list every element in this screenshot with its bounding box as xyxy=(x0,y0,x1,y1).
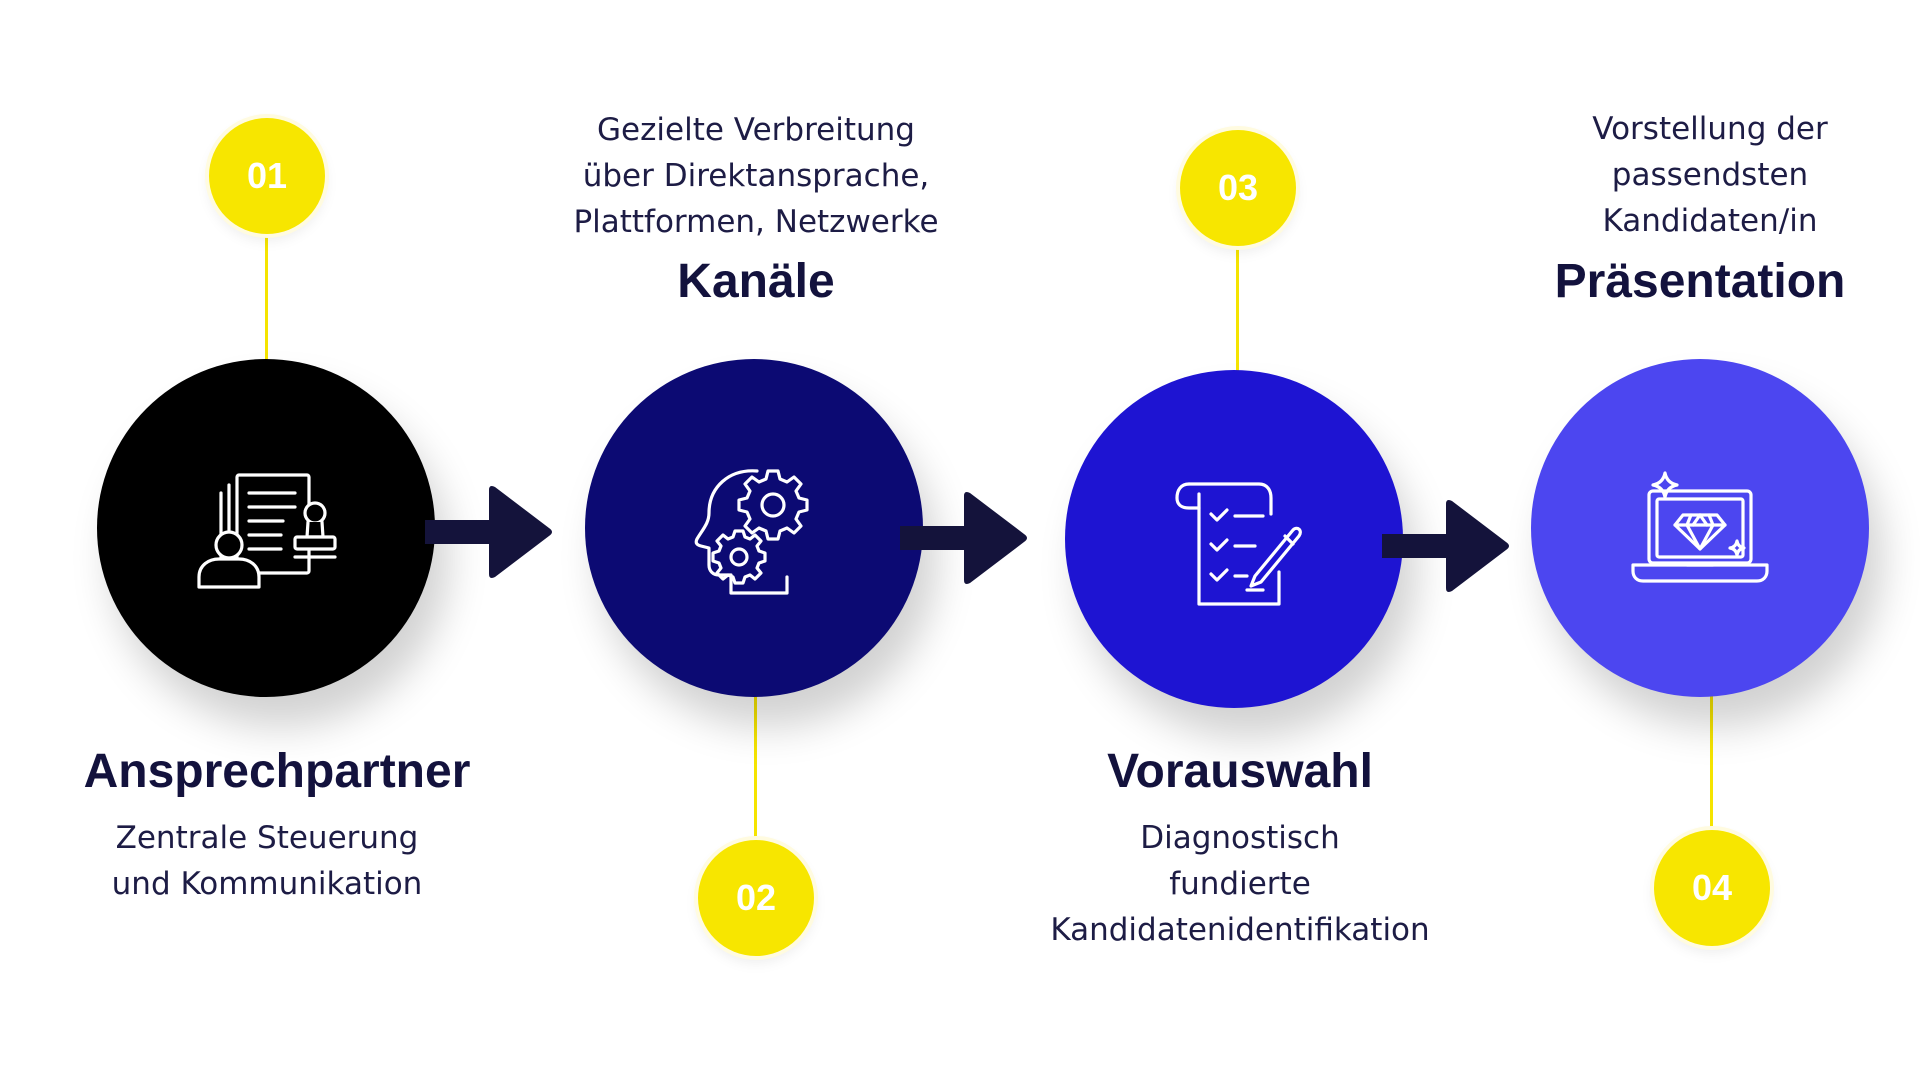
step-1-description: Zentrale Steuerung und Kommunikation xyxy=(111,820,423,902)
arrow-3-to-4 xyxy=(1382,500,1509,592)
step-2-connector xyxy=(754,694,757,840)
arrow-1-to-2 xyxy=(425,486,552,578)
step-2-badge: 02 xyxy=(698,840,814,956)
checklist-pencil-icon xyxy=(1175,482,1302,606)
arrow-2-to-3 xyxy=(900,492,1027,584)
laptop-diamond-icon xyxy=(1631,471,1769,583)
step-4-badge: 04 xyxy=(1654,830,1770,946)
step-3-connector xyxy=(1236,240,1239,376)
step-3-circle xyxy=(1065,370,1403,708)
step-2-circle xyxy=(585,359,923,697)
step-3-title: Vorauswahl xyxy=(1107,745,1373,798)
step-1-circle xyxy=(97,359,435,697)
step-2-title: Kanäle xyxy=(677,255,835,308)
step-2-description: Gezielte Verbreitung über Direktansprach… xyxy=(573,112,939,240)
step-4-description: Vorstellung der passendsten Kandidaten/i… xyxy=(1592,111,1828,239)
step-4-title: Präsentation xyxy=(1554,255,1846,308)
step-3-description: Diagnostisch fundierte Kandidatenidentif… xyxy=(1050,820,1430,948)
head-gears-icon xyxy=(694,469,809,595)
step-3-badge: 03 xyxy=(1180,130,1296,246)
step-1-badge: 01 xyxy=(209,118,325,234)
step-4-circle xyxy=(1531,359,1869,697)
step-1-title: Ansprechpartner xyxy=(83,745,471,798)
contract-stamp-person-icon xyxy=(197,473,337,589)
step-4-connector xyxy=(1710,694,1713,844)
step-1-connector xyxy=(265,228,268,364)
